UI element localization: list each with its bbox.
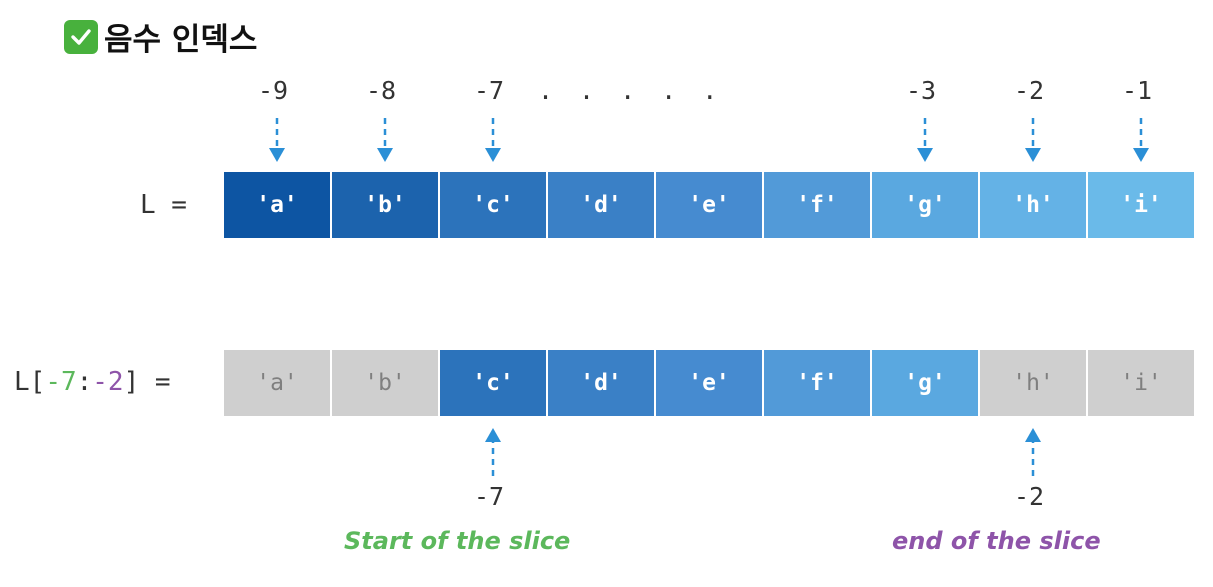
slice-label-sep: : xyxy=(76,367,93,397)
list-row: 'a''b''c''d''e''f''g''h''i' xyxy=(224,172,1196,238)
top-index-label: -8 xyxy=(365,76,397,105)
slice-cell-selected: 'e' xyxy=(656,350,762,416)
slice-cell-excluded: 'i' xyxy=(1088,350,1194,416)
list-cell: 'h' xyxy=(980,172,1086,238)
list-cell: 'i' xyxy=(1088,172,1194,238)
slice-cell-selected: 'c' xyxy=(440,350,546,416)
slice-cell-excluded: 'a' xyxy=(224,350,330,416)
list-cell: 'e' xyxy=(656,172,762,238)
slice-label-prefix: L[ xyxy=(14,367,46,397)
down-arrow-icon xyxy=(917,118,933,162)
slice-row: 'a''b''c''d''e''f''g''h''i' xyxy=(224,350,1196,416)
top-index-label: -7 xyxy=(473,76,505,105)
top-index-label: -1 xyxy=(1121,76,1153,105)
down-arrow-icon xyxy=(1025,118,1041,162)
top-index-label: -3 xyxy=(905,76,937,105)
list-cell: 'f' xyxy=(764,172,870,238)
down-arrow-icon xyxy=(269,118,285,162)
down-arrow-icon xyxy=(1133,118,1149,162)
top-index-label: -9 xyxy=(257,76,289,105)
check-mark-icon xyxy=(64,19,98,54)
list-cell: 'c' xyxy=(440,172,546,238)
slice-row-label: L[-7:-2] = xyxy=(14,367,171,397)
list-row-label: L = xyxy=(140,190,187,220)
caption-start: Start of the slice xyxy=(344,527,571,555)
top-index-label: -2 xyxy=(1013,76,1045,105)
slice-cell-selected: 'd' xyxy=(548,350,654,416)
down-arrow-icon xyxy=(485,118,501,162)
bottom-index-label: -7 xyxy=(473,482,505,511)
slice-cell-selected: 'f' xyxy=(764,350,870,416)
page-title-text: 음수 인덱스 xyxy=(104,22,258,58)
slice-label-start: -7 xyxy=(45,367,77,397)
slice-label-end: -2 xyxy=(92,367,124,397)
list-cell: 'g' xyxy=(872,172,978,238)
caption-end: end of the slice xyxy=(892,527,1101,555)
slice-cell-excluded: 'b' xyxy=(332,350,438,416)
page-title: 음수 인덱스 xyxy=(64,14,257,59)
up-arrow-icon xyxy=(485,428,501,476)
slice-label-suffix: ] = xyxy=(123,367,171,397)
slice-cell-selected: 'g' xyxy=(872,350,978,416)
list-cell: 'b' xyxy=(332,172,438,238)
slice-cell-excluded: 'h' xyxy=(980,350,1086,416)
down-arrow-icon xyxy=(377,118,393,162)
list-cell: 'a' xyxy=(224,172,330,238)
list-cell: 'd' xyxy=(548,172,654,238)
bottom-index-label: -2 xyxy=(1013,482,1045,511)
ellipsis: ..... xyxy=(538,76,744,105)
up-arrow-icon xyxy=(1025,428,1041,476)
